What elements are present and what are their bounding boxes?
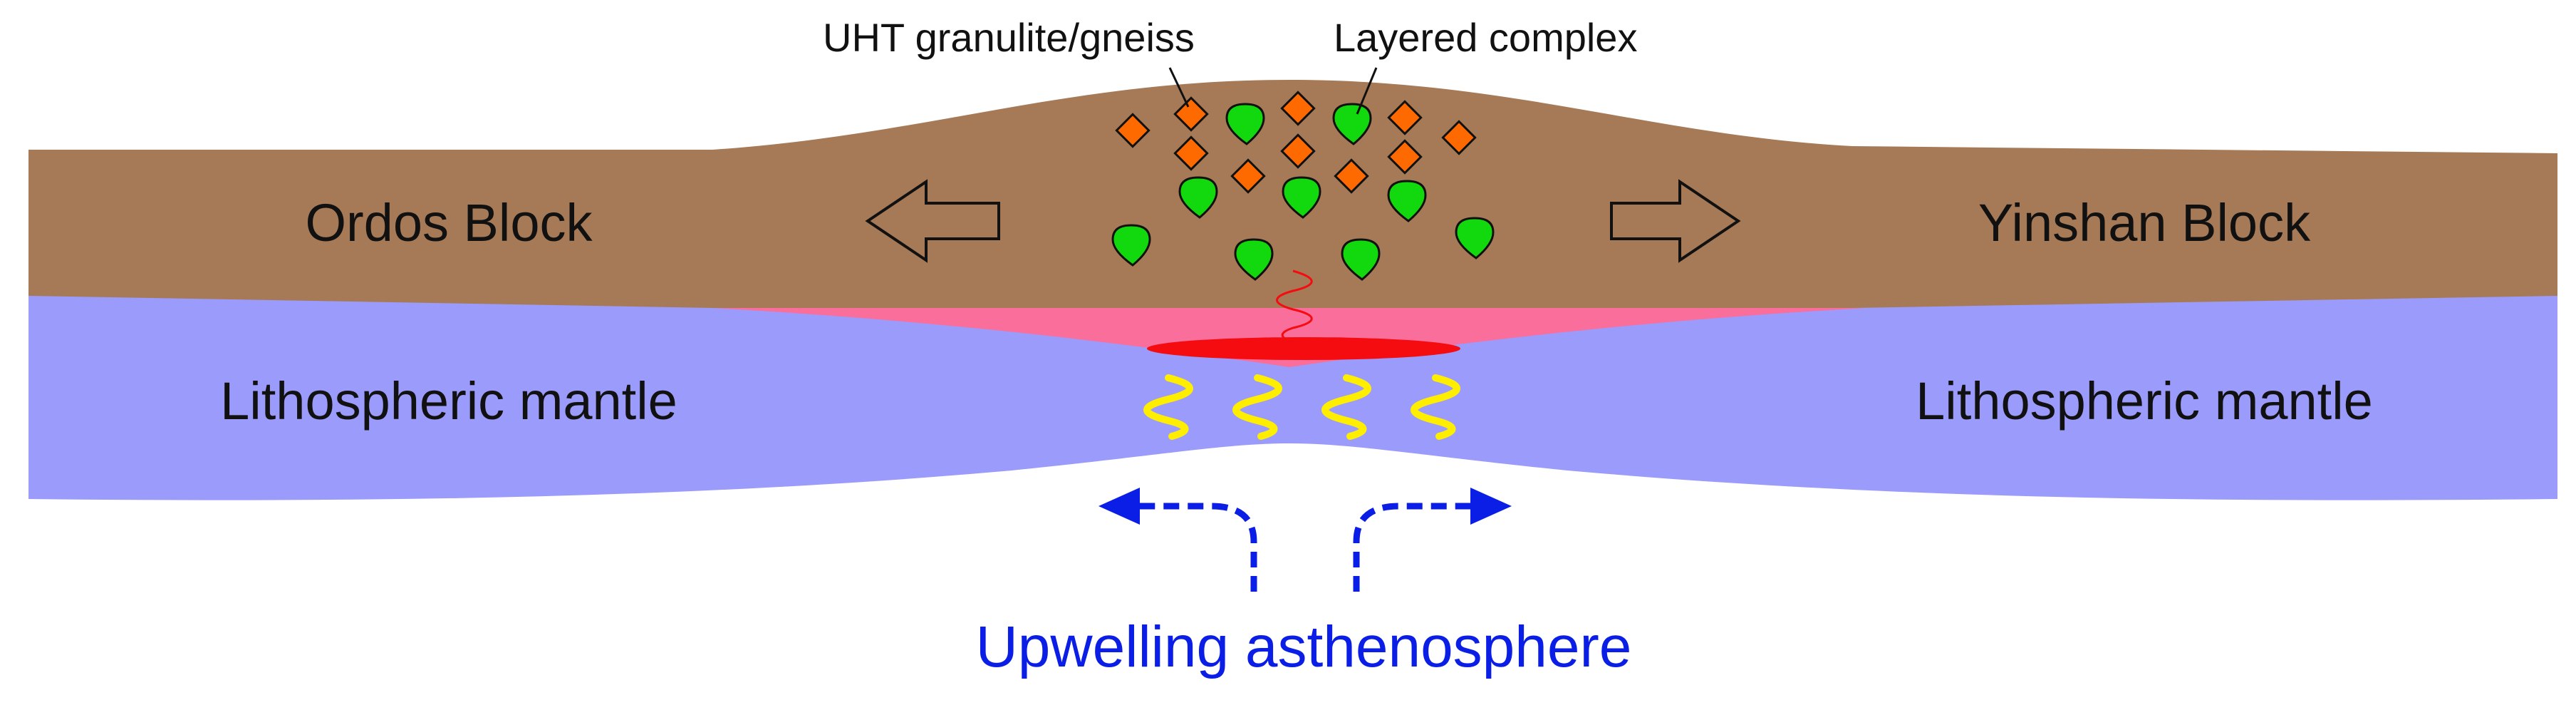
layered-leader-line bbox=[1356, 67, 1378, 115]
heat-wave-icon bbox=[1232, 374, 1282, 440]
upwelling-asthenosphere-label: Upwelling asthenosphere bbox=[976, 614, 1632, 679]
heat-wave-icon bbox=[1411, 374, 1460, 440]
uht-leader-line bbox=[1168, 67, 1190, 108]
upwelling-arrowhead-left bbox=[1099, 488, 1140, 525]
upwelling-arrowhead-right bbox=[1470, 488, 1512, 525]
lithospheric-mantle-layer bbox=[28, 292, 2557, 500]
heat-wave-icon bbox=[1143, 374, 1193, 440]
layered-complex-label: Layered complex bbox=[1334, 15, 1637, 60]
yinshan-block-label: Yinshan Block bbox=[1978, 193, 2311, 252]
mantle-right-label: Lithospheric mantle bbox=[1916, 371, 2373, 431]
upwelling-arrow-icon-right bbox=[1353, 503, 1485, 592]
ordos-block-label: Ordos Block bbox=[305, 193, 593, 252]
uht-granulite-label: UHT granulite/gneiss bbox=[823, 15, 1195, 60]
extension-arrow-icon-left bbox=[865, 179, 1000, 263]
heat-waves bbox=[1143, 374, 1460, 440]
heat-wave-icon bbox=[1321, 374, 1371, 440]
mantle-left-label: Lithospheric mantle bbox=[220, 371, 677, 431]
upwelling-arrow-icon-left bbox=[1126, 503, 1257, 592]
magma-chamber bbox=[1147, 337, 1460, 360]
extension-arrow-icon-right bbox=[1610, 179, 1741, 263]
melt-conduit-wave-icon bbox=[1276, 269, 1313, 345]
